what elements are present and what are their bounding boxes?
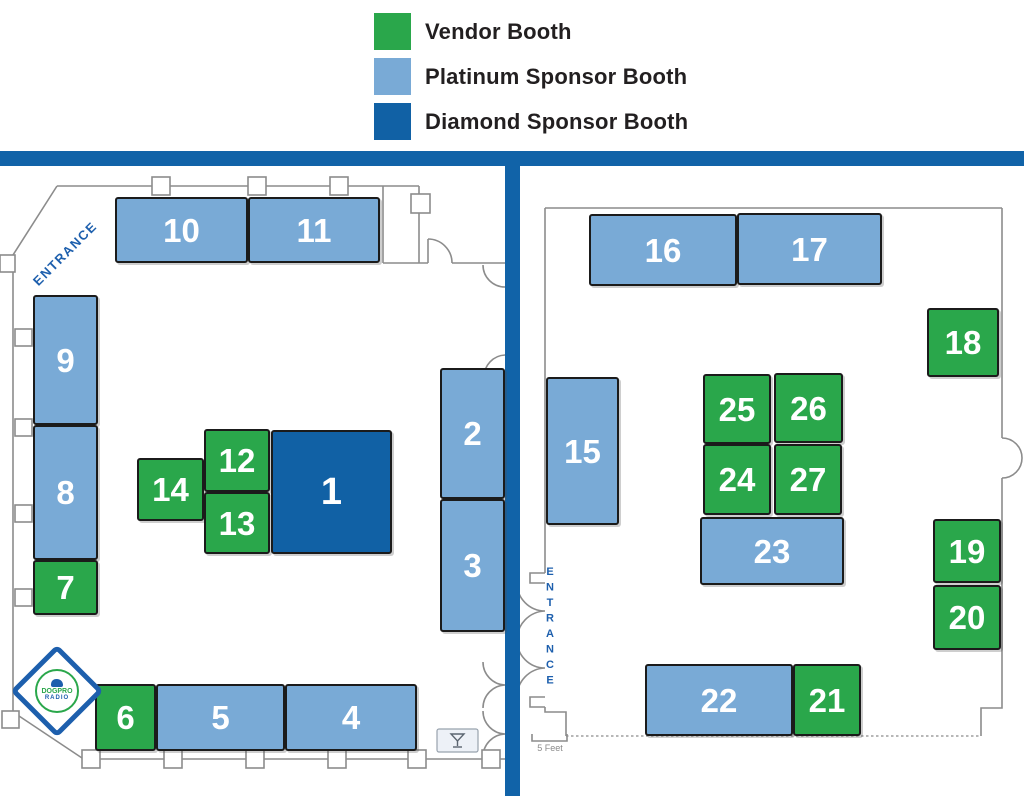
booth-number: 9 [56,341,75,379]
booth-8: 8 [33,425,98,560]
booth-22: 22 [645,664,793,736]
booth-3: 3 [440,499,505,632]
vendor-booth-label: Vendor Booth [425,18,572,44]
platinum-booth-swatch [374,58,411,95]
booth-number: 16 [644,231,682,269]
booth-26: 26 [774,373,843,443]
booth-17: 17 [737,213,882,285]
bar-table [436,728,479,753]
booth-number: 14 [152,471,189,508]
booth-27: 27 [774,444,842,515]
legend-row-vendor: Vendor Booth [374,13,688,50]
booth-2: 2 [440,368,505,499]
booth-number: 22 [700,681,738,719]
booth-6: 6 [95,684,156,751]
wall-pillars [0,176,501,769]
legend: Vendor Booth Platinum Sponsor Booth Diam… [374,13,688,148]
platinum-booth-label: Platinum Sponsor Booth [425,63,688,89]
booth-number: 8 [56,474,75,511]
booth-number: 23 [753,532,791,570]
booth-1: 1 [271,430,392,554]
booth-13: 13 [204,492,270,554]
booth-11: 11 [248,197,380,263]
booth-18: 18 [927,308,999,377]
booth-5: 5 [156,684,285,751]
booth-15: 15 [546,377,619,525]
legend-row-platinum: Platinum Sponsor Booth [374,58,688,95]
vertical-divider-bar [505,151,520,796]
booth-10: 10 [115,197,248,263]
booth-number: 6 [116,699,135,736]
dogpro-radio-logo-circle: DOGPRO RADIO [34,669,79,713]
booth-24: 24 [703,444,771,515]
booth-number: 12 [218,442,256,479]
booth-number: 1 [320,471,343,513]
legend-row-diamond: Diamond Sponsor Booth [374,103,688,140]
booth-number: 10 [163,211,200,249]
booth-14: 14 [137,458,204,521]
logo-text-bottom: RADIO [44,695,70,702]
booth-7: 7 [33,560,98,615]
booth-20: 20 [933,585,1001,650]
booth-number: 5 [211,699,230,736]
booth-9: 9 [33,295,98,425]
booth-number: 11 [296,211,332,249]
booth-16: 16 [589,214,737,286]
scale-note: 5 Feet [537,743,563,753]
booth-number: 21 [808,681,846,719]
booth-number: 24 [718,461,756,498]
booth-number: 4 [341,699,361,736]
diamond-booth-swatch [374,103,411,140]
booth-number: 18 [944,324,982,361]
right-room-entrance-label: ENTRANCE [544,566,556,690]
martini-glass-icon [449,733,466,748]
booth-number: 20 [948,599,986,636]
diamond-booth-label: Diamond Sponsor Booth [425,108,689,134]
booth-25: 25 [703,374,771,444]
booth-12: 12 [204,429,270,492]
booth-23: 23 [700,517,844,585]
dog-head-icon [51,679,63,688]
booth-number: 25 [718,390,756,428]
booth-19: 19 [933,519,1001,583]
booth-number: 17 [791,230,828,268]
booth-21: 21 [793,664,861,736]
booth-4: 4 [285,684,417,751]
logo-text-top: DOGPRO [41,688,73,696]
booth-number: 26 [790,389,827,427]
booth-number: 7 [56,569,75,606]
booth-number: 15 [564,432,601,470]
booth-number: 3 [463,547,482,584]
booth-number: 27 [789,461,827,498]
booth-number: 13 [218,504,256,542]
booth-number: 2 [463,415,482,452]
vendor-booth-swatch [374,13,411,50]
booth-number: 19 [948,532,986,570]
